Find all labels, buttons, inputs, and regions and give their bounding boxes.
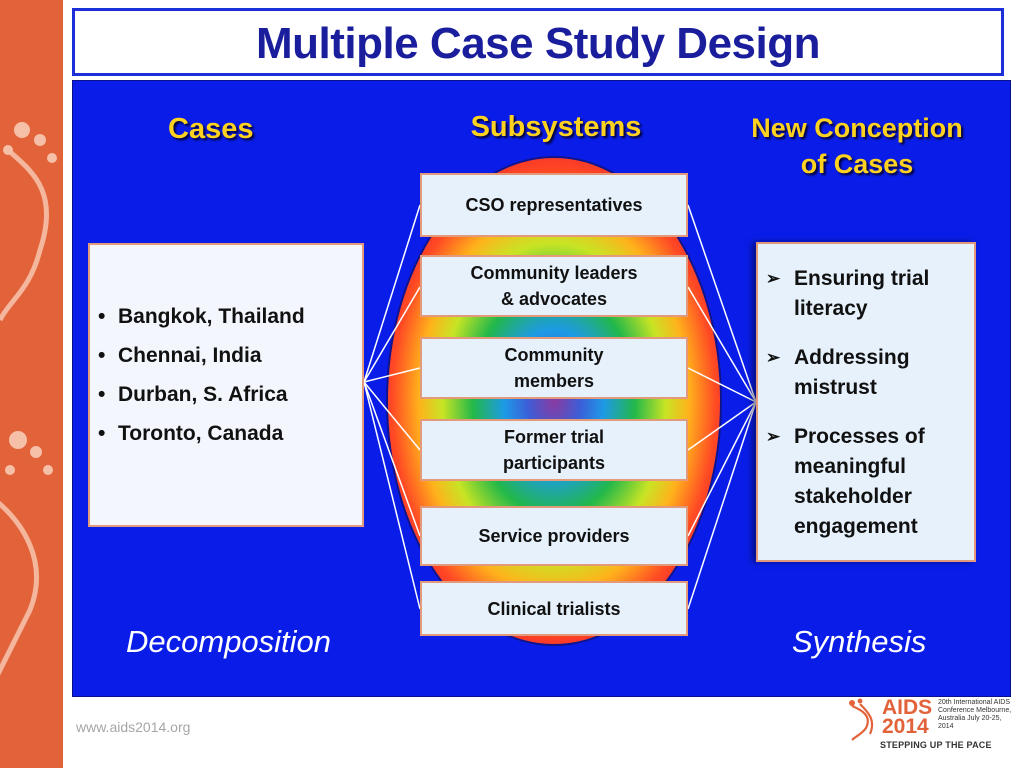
connector-right-5 [687, 401, 757, 537]
heading-new-conception: New Conception of Cases [726, 110, 988, 182]
new-conception-box: ➢ Ensuring trial literacy ➢ Addressing m… [756, 242, 976, 562]
case-item: •Chennai, India [98, 344, 262, 367]
cases-box: •Bangkok, Thailand •Chennai, India •Durb… [88, 243, 364, 527]
logo-figure-icon [849, 698, 874, 741]
heading-cases: Cases [168, 113, 254, 145]
figure-decoration-icon [0, 122, 57, 676]
connector-left-5 [363, 381, 421, 537]
decomposition-label: Decomposition [126, 624, 332, 659]
connector-right-1 [687, 204, 757, 403]
logo-tagline: STEPPING UP THE PACE [880, 740, 992, 750]
connector-right-6 [687, 401, 757, 610]
cases-list: •Bangkok, Thailand •Chennai, India •Durb… [90, 305, 305, 461]
synthesis-label: Synthesis [792, 624, 927, 659]
case-item: •Bangkok, Thailand [98, 305, 305, 328]
footer-url: www.aids2014.org [76, 719, 191, 735]
connector-left-3 [363, 367, 421, 383]
heading-new-conception-line2: of Cases [800, 149, 914, 179]
subsystem-box-cso: CSO representatives [420, 173, 688, 237]
heading-new-conception-line1: New Conception [751, 113, 963, 143]
aids2014-logo: AIDS 2014 20th International AIDS Confer… [846, 696, 1014, 752]
subsystem-box-service-providers: Service providers [420, 506, 688, 566]
connector-left-2 [363, 286, 421, 383]
connector-right-2 [687, 286, 757, 403]
connector-right-3 [687, 367, 757, 403]
heading-subsystems: Subsystems [470, 111, 642, 143]
logo-year: 2014 [882, 715, 929, 738]
logo-name: AIDS [882, 696, 933, 719]
case-item: •Durban, S. Africa [98, 383, 288, 406]
new-conception-item: ➢ Ensuring trial literacy [764, 264, 974, 324]
title-box: Multiple Case Study Design [72, 8, 1004, 76]
connector-left-6 [363, 381, 421, 610]
connector-left-4 [363, 381, 421, 451]
left-decorative-band [0, 0, 63, 768]
connector-left-1 [363, 204, 421, 383]
subsystem-box-community-leaders: Community leaders& advocates [420, 255, 688, 317]
new-conception-item: ➢ Processes of meaningful stakeholder en… [764, 422, 974, 542]
arrow-bullet-icon: ➢ [766, 269, 781, 288]
connector-right-4 [687, 401, 757, 451]
case-item: •Toronto, Canada [98, 422, 284, 445]
slide-title: Multiple Case Study Design [256, 19, 820, 68]
arrow-bullet-icon: ➢ [766, 348, 781, 367]
logo-conference-text: 20th International AIDS Conference Melbo… [938, 699, 1012, 730]
new-conception-item: ➢ Addressing mistrust [764, 343, 974, 403]
subsystem-box-clinical-trialists: Clinical trialists [420, 581, 688, 636]
arrow-bullet-icon: ➢ [766, 427, 781, 446]
